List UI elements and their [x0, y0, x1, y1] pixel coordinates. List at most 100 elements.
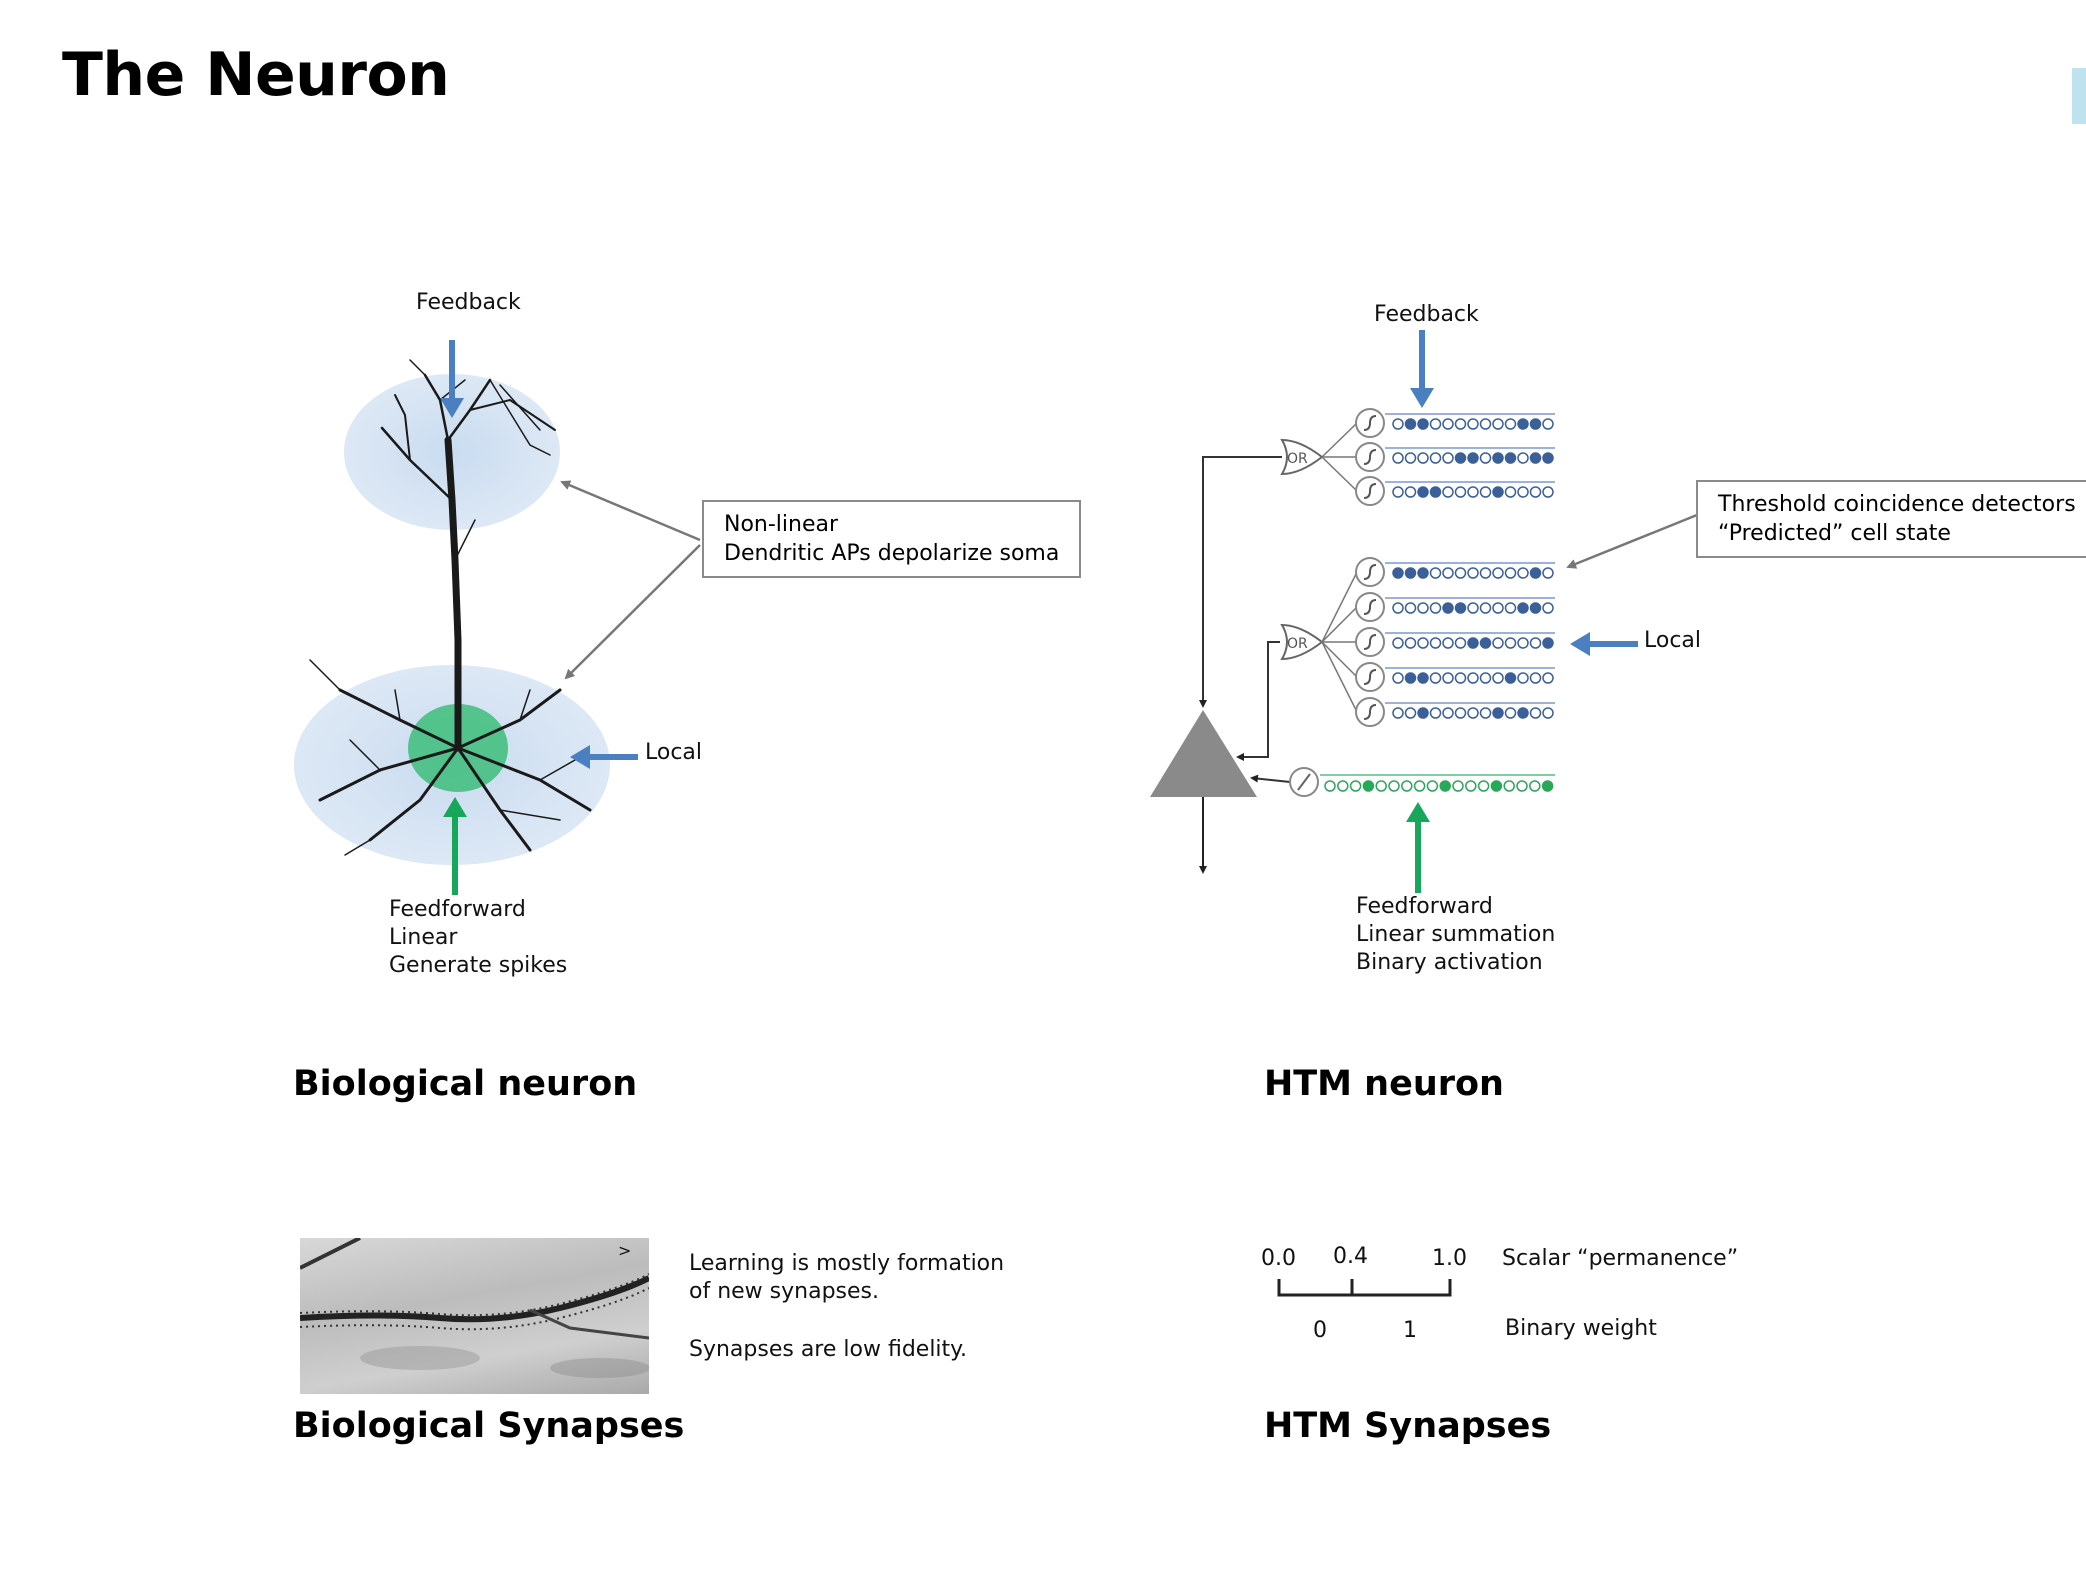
synapse-dot — [1452, 780, 1464, 792]
svg-text:OR: OR — [1287, 636, 1308, 652]
synapse-dot — [1492, 637, 1504, 649]
synapse-dot — [1404, 637, 1417, 649]
synapse-dot — [1392, 486, 1404, 498]
synapse-dot — [1492, 707, 1504, 719]
permanence-scale — [1277, 1279, 1452, 1297]
synapse-dot — [1439, 780, 1451, 792]
synapse-dot — [1417, 602, 1429, 614]
synapse-dot — [1529, 780, 1541, 792]
synapse-dot — [1429, 602, 1442, 614]
synapse-dot — [1467, 602, 1479, 614]
synapse-dot — [1417, 707, 1429, 719]
svg-text:OR: OR — [1287, 451, 1308, 467]
htm-feedforward-label: Feedforward Linear summation Binary acti… — [1356, 894, 1556, 975]
synapse-dot — [1503, 780, 1515, 792]
synapse-dot — [1477, 780, 1490, 792]
synapse-dot — [1392, 707, 1404, 719]
synapse-dot — [1504, 567, 1517, 579]
synapse-dot — [1442, 452, 1454, 464]
synapse-dot — [1442, 637, 1454, 649]
corner-marker — [2072, 68, 2086, 124]
htm-feedforward-wire — [1250, 774, 1291, 783]
synapse-dot — [1454, 418, 1467, 430]
synapse-dot — [1454, 602, 1467, 614]
synapse-dot — [1529, 567, 1542, 579]
synapse-dot — [1404, 707, 1417, 719]
bio-synapse-title: Biological Synapses — [293, 1406, 685, 1446]
scalar-permanence-label: Scalar “permanence” — [1502, 1246, 1739, 1271]
synapse-dot — [1516, 780, 1528, 792]
synapse-dot — [1392, 637, 1404, 649]
synapse-dot — [1442, 672, 1454, 684]
synapse-dot — [1504, 637, 1517, 649]
synapse-dot — [1467, 672, 1479, 684]
synapse-dot — [1417, 418, 1429, 430]
synapse-dot — [1429, 418, 1442, 430]
bio-annotation-arrow-bottom — [564, 544, 701, 680]
synapse-dot — [1467, 637, 1479, 649]
synapse-dot — [1517, 567, 1529, 579]
synapse-dot — [1392, 452, 1404, 464]
synapse-dot — [1542, 672, 1554, 684]
binary-value-1: 1 — [1403, 1318, 1417, 1343]
synapse-dot — [1417, 637, 1429, 649]
synapse-dot — [1404, 452, 1417, 464]
synapse-dot — [1517, 452, 1529, 464]
synapse-dot — [1404, 672, 1417, 684]
htm-feedback-fan — [1321, 422, 1358, 492]
synapse-dot — [1404, 567, 1417, 579]
synapse-dot — [1529, 707, 1542, 719]
synapse-dot — [1454, 567, 1467, 579]
synapse-dot — [1542, 452, 1554, 464]
synapse-dot — [1479, 672, 1492, 684]
synapse-dot — [1465, 780, 1477, 792]
bio-annotation-arrow-top — [560, 480, 701, 542]
synapse-dot — [1529, 602, 1542, 614]
synapse-dot — [1362, 780, 1375, 792]
synapse-dot — [1417, 567, 1429, 579]
synapse-dot — [1454, 637, 1467, 649]
synapse-dot — [1492, 602, 1504, 614]
synapse-dot — [1467, 452, 1479, 464]
synapse-dot — [1401, 780, 1413, 792]
synapse-dot — [1517, 602, 1529, 614]
synapse-dot — [1337, 780, 1349, 792]
htm-annotation-arrow — [1566, 513, 1698, 569]
synapse-dot — [1404, 418, 1417, 430]
synapse-dot — [1504, 418, 1517, 430]
htm-feedback-label: Feedback — [1374, 302, 1479, 327]
synapse-dot — [1392, 567, 1404, 579]
synapse-dot — [1404, 486, 1417, 498]
binary-value-0: 0 — [1313, 1318, 1327, 1343]
synapse-dot — [1492, 418, 1504, 430]
synapse-dot — [1324, 780, 1336, 792]
htm-annotation-box: Threshold coincidence detectors “Predict… — [1696, 480, 2086, 558]
htm-soma-triangle — [1150, 710, 1257, 797]
synapse-dot — [1529, 486, 1542, 498]
synapse-dot — [1442, 418, 1454, 430]
bio-feedforward-label: Feedforward Linear Generate spikes — [389, 897, 568, 978]
synapse-dot — [1429, 452, 1442, 464]
synapse-dot — [1429, 486, 1442, 498]
synapse-dot — [1467, 486, 1479, 498]
synapse-dot — [1541, 780, 1554, 792]
synapse-micrograph: > — [300, 1238, 649, 1394]
synapse-dot — [1392, 602, 1404, 614]
synapse-dot — [1429, 672, 1442, 684]
synapse-dot — [1375, 780, 1387, 792]
synapse-dot — [1417, 452, 1429, 464]
synapse-dot — [1426, 780, 1439, 792]
synapse-dot — [1504, 486, 1517, 498]
synapse-dot — [1504, 452, 1517, 464]
synapse-dot — [1479, 418, 1492, 430]
synapse-dot — [1492, 486, 1504, 498]
svg-text:>: > — [618, 1241, 631, 1260]
synapse-dot — [1442, 707, 1454, 719]
synapse-dot — [1429, 637, 1442, 649]
synapse-dot — [1467, 567, 1479, 579]
synapse-dot — [1529, 637, 1542, 649]
scale-tick-0: 0.0 — [1261, 1246, 1296, 1271]
synapse-dot — [1529, 672, 1542, 684]
synapse-dot — [1388, 780, 1400, 792]
binary-weight-label: Binary weight — [1505, 1316, 1657, 1341]
